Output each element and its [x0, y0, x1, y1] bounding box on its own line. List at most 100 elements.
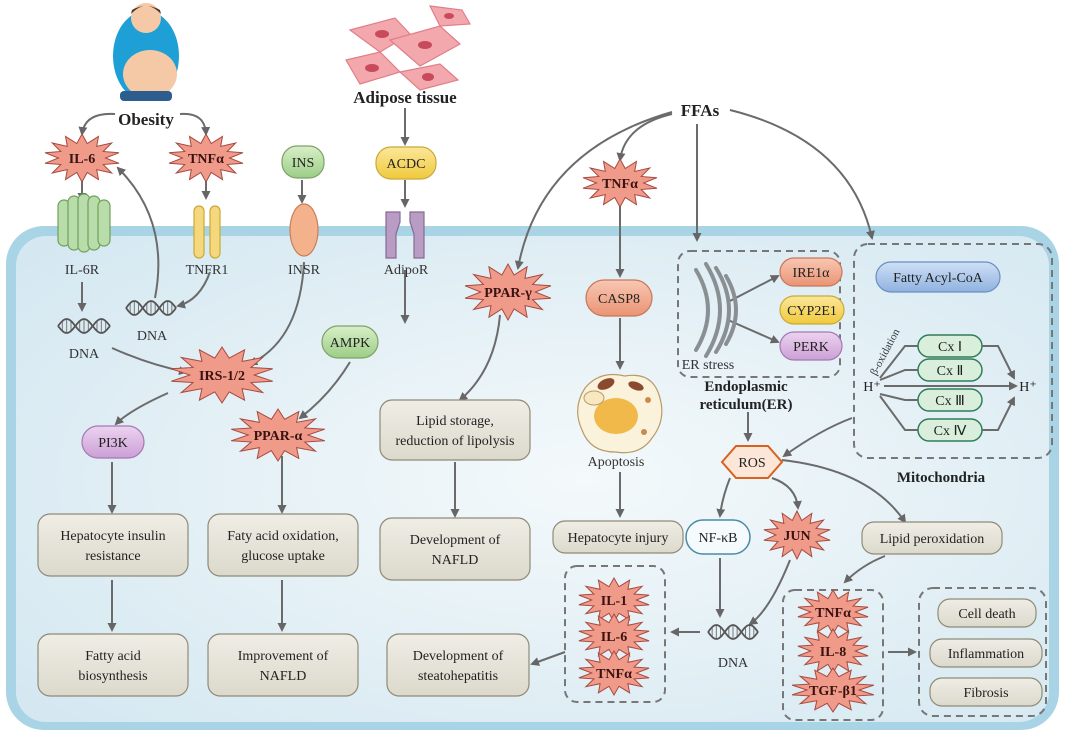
pi3k-label: PI3K [98, 436, 128, 451]
ros-node: ROS [720, 445, 784, 479]
dev-nafld-label-1: Development of [410, 533, 501, 548]
ire1a-node: IRE1α [779, 257, 843, 287]
dna-right-icon [707, 624, 759, 640]
ppar-gamma-star: PPAR-γ [464, 262, 552, 322]
insr-receptor-icon [289, 203, 319, 257]
dna-left-label: DNA [69, 347, 100, 362]
ros-label: ROS [738, 456, 765, 471]
acdc-node: ACDC [375, 146, 437, 180]
inflammation-box: Inflammation [929, 638, 1043, 668]
ppar-alpha-star: PPAR-α [231, 408, 325, 462]
complex-chain: Cx Ⅰ Cx Ⅱ Cx Ⅲ Cx Ⅳ [917, 334, 983, 442]
nfkb-node: NF-κB [685, 519, 751, 555]
er-stress-label: ER stress [682, 358, 735, 373]
il6-top-star: IL-6 [44, 132, 120, 184]
er-title-line1: Endoplasmic [704, 379, 788, 395]
il6-low-label: IL-6 [601, 630, 627, 645]
cyp2e1-label: CYP2E1 [787, 304, 837, 319]
tgfb1-label: TGF-β1 [809, 684, 857, 699]
cytokine-group-box [564, 565, 666, 703]
cx1-node: Cx Ⅰ [917, 334, 983, 358]
improve-label-1: Improvement of [238, 649, 329, 664]
hep-ir-box: Hepatocyte insulin resistance [37, 513, 189, 577]
cx3-label: Cx Ⅲ [935, 394, 965, 409]
outcome-group-box [918, 587, 1047, 717]
il1-label: IL-1 [601, 594, 627, 609]
cx3-node: Cx Ⅲ [917, 388, 983, 412]
hep-ir-label-1: Hepatocyte insulin [60, 529, 165, 544]
apoptotic-cell-icon [577, 373, 663, 454]
dna-left-icon [57, 318, 111, 334]
h-left-label: H⁺ [863, 380, 881, 395]
ire1a-label: IRE1α [793, 266, 831, 281]
tnfr1-label: TNFR1 [186, 263, 229, 278]
lipid-perox-label-1: Lipid peroxidation [880, 532, 985, 547]
dev-nafld-label-2: NAFLD [432, 553, 479, 568]
adipor-label: AdipoR [384, 263, 429, 278]
tnfa-top-star: TNFα [168, 132, 244, 184]
lipid-perox-box: Lipid peroxidation [861, 521, 1003, 555]
il6r-label: IL-6R [65, 263, 100, 278]
mito-group-box [853, 243, 1053, 459]
arrows [77, 108, 1018, 666]
il8-star: IL-8 [797, 627, 869, 675]
steato-label-1: Development of [413, 649, 504, 664]
tnfa-mid-star: TNFα [582, 157, 658, 209]
adipose-cells-icon [345, 5, 471, 91]
ampk-label: AMPK [330, 336, 370, 351]
fibrosis-label-1: Fibrosis [963, 686, 1008, 701]
cx2-node: Cx Ⅱ [917, 358, 983, 382]
nfkb-label: NF-κB [699, 531, 738, 546]
ppar-gamma-label: PPAR-γ [484, 286, 532, 301]
fa-ox-label-1: Faty acid oxidation, [227, 529, 339, 544]
cell-death-label-1: Cell death [958, 607, 1015, 622]
obesity-label: Obesity [118, 110, 174, 129]
dna-right-label: DNA [718, 656, 749, 671]
fa-bio-label-1: Fatty acid [85, 649, 141, 664]
pi3k-node: PI3K [81, 425, 145, 459]
improve-box: Improvement of NAFLD [207, 633, 359, 697]
tnfr1-receptor-icon [193, 205, 221, 259]
dna-mid-icon [125, 300, 177, 316]
acdc-label: ACDC [387, 157, 426, 172]
cyp2e1-node: CYP2E1 [779, 295, 845, 325]
cx2-label: Cx Ⅱ [937, 364, 964, 379]
adipose-tissue-label: Adipose tissue [353, 88, 457, 107]
tnfa-mid-label: TNFα [602, 177, 638, 192]
fa-ox-label-2: glucose uptake [241, 549, 325, 564]
apoptosis-label: Apoptosis [588, 455, 645, 470]
cell-death-box: Cell death [937, 598, 1037, 628]
lipid-storage-box: Lipid storage,reduction of lipolysis [379, 399, 531, 461]
fa-bio-label-2: biosynthesis [78, 669, 147, 684]
ampk-node: AMPK [321, 325, 379, 359]
tgfb1-star: TGF-β1 [791, 667, 875, 713]
improve-label-2: NAFLD [260, 669, 307, 684]
obese-person-icon [113, 3, 179, 101]
er-organelle-icon [694, 262, 738, 358]
ppar-alpha-label: PPAR-α [254, 429, 303, 444]
ffas-label: FFAs [681, 101, 720, 120]
irs-label: IRS-1/2 [199, 369, 245, 384]
lipid-storage-label-2: reduction of lipolysis [396, 434, 515, 449]
ins-label: INS [292, 156, 315, 171]
tnfa-low-label: TNFα [596, 667, 632, 682]
inflammation-label-1: Inflammation [948, 647, 1024, 662]
hep-ir-label-2: resistance [85, 549, 140, 564]
hep-injury-label-1: Hepatocyte injury [568, 531, 669, 546]
fatty-acyl-coa-label: Fatty Acyl-CoA [893, 271, 984, 286]
casp8-label: CASP8 [598, 292, 640, 307]
fatty-acyl-coa-node: Fatty Acyl-CoA [875, 261, 1001, 293]
insr-label: INSR [288, 263, 321, 278]
tnfa-fib-star: TNFα [797, 588, 869, 636]
il8-label: IL-8 [820, 645, 846, 660]
cx4-label: Cx Ⅳ [934, 424, 967, 439]
tnfa-fib-label: TNFα [815, 606, 851, 621]
h-right-label: H⁺ [1019, 380, 1037, 395]
casp8-node: CASP8 [585, 279, 653, 317]
dev-nafld-box: Development of NAFLD [379, 517, 531, 581]
